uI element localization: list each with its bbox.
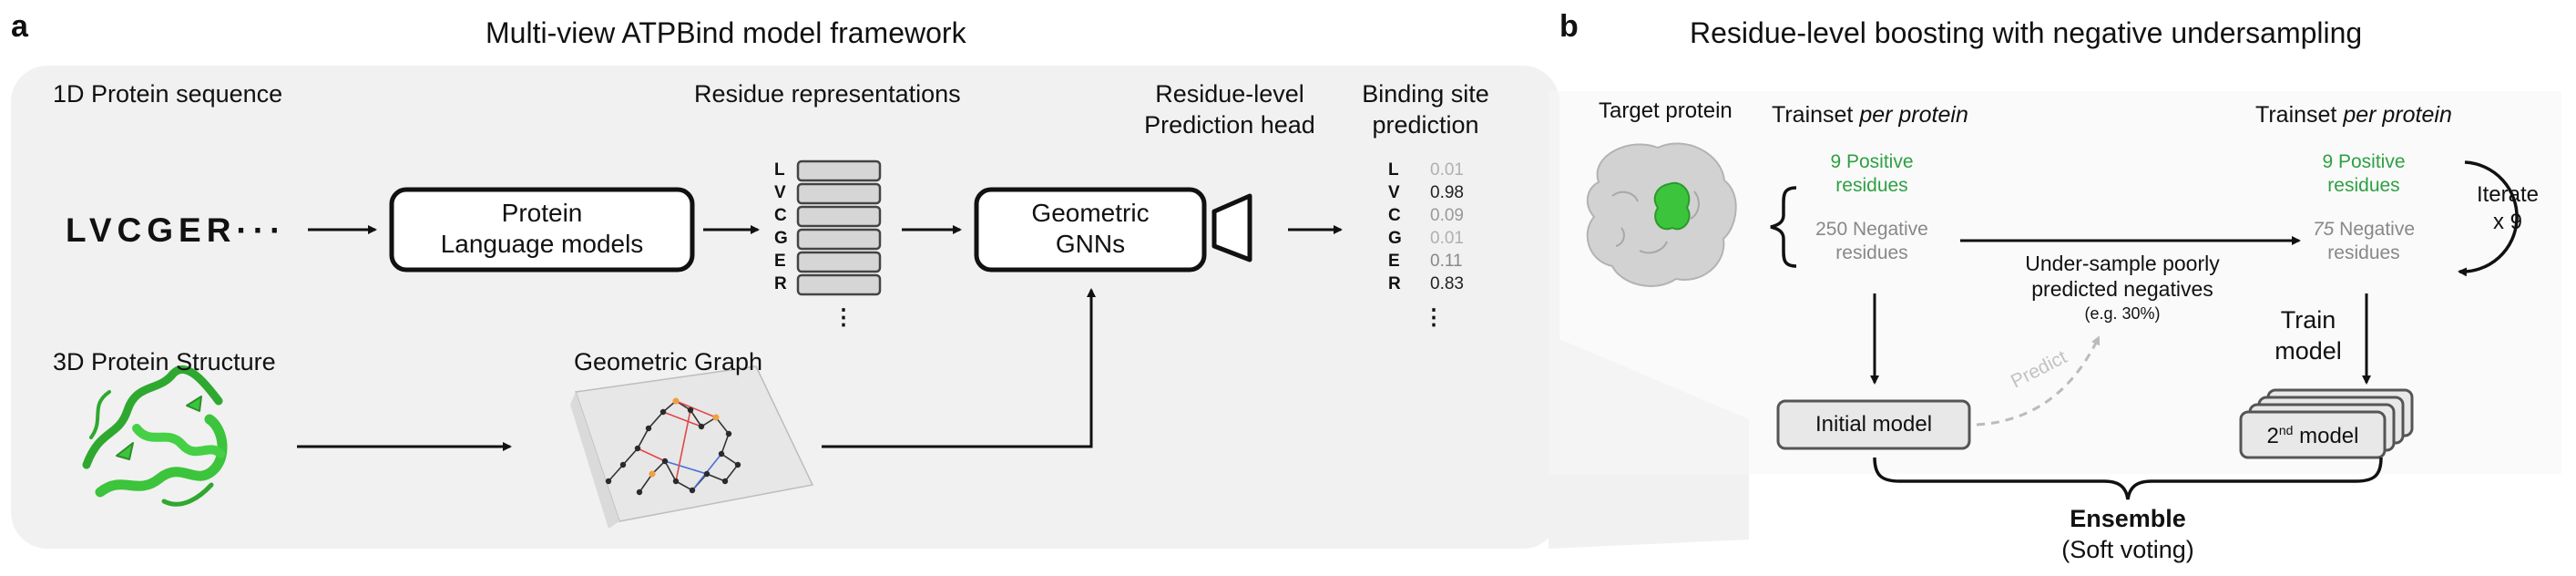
binding-heading-2: prediction <box>1372 111 1479 139</box>
iterate-arrow <box>2458 160 2519 277</box>
residue-letter-E: E <box>774 252 786 271</box>
neg-left-1: 250 Negative <box>1815 219 1928 240</box>
gnn-label-1: Geometric <box>1031 199 1150 227</box>
neg-left-2: residues <box>1835 242 1908 263</box>
initial-model-label: Initial model <box>1814 412 1933 437</box>
undersample-2: predicted negatives <box>2031 277 2213 301</box>
pred-value-C: 0.09 <box>1430 206 1464 225</box>
pos-right-2: residues <box>2327 175 2400 196</box>
pos-right-1: 9 Positive <box>2322 151 2406 172</box>
curly-brace <box>1770 186 1797 268</box>
trainset-left-prefix: Trainset <box>1772 102 1860 128</box>
protein-structure-image <box>82 365 228 507</box>
soft-voting-label: (Soft voting) <box>2061 536 2194 563</box>
trainset-left-italic: per protein <box>1859 102 1968 128</box>
pos-left-2: residues <box>1835 175 1908 196</box>
pred-value-R: 0.83 <box>1430 274 1464 293</box>
sequence-heading: 1D Protein sequence <box>53 80 283 108</box>
residue-letter-R: R <box>774 274 787 293</box>
geometric-graph-image <box>570 365 814 529</box>
plm-label-2: Language models <box>440 230 644 258</box>
panel-b-title: Residue-level boosting with negative und… <box>1690 16 2363 49</box>
prediction-dots: ⋮ <box>1423 305 1445 330</box>
pred-residue-R: R <box>1388 274 1401 293</box>
trainset-left-label: Trainset per protein <box>1772 102 1968 129</box>
target-protein-label: Target protein <box>1599 98 1733 123</box>
gnn-box <box>974 187 1207 273</box>
residue-letter-G: G <box>774 229 788 248</box>
pred-value-V: 0.98 <box>1430 183 1464 202</box>
trainset-right-prefix: Trainset <box>2255 102 2344 128</box>
neg-right-2: residues <box>2327 242 2400 263</box>
trainset-right-label: Trainset per protein <box>2255 102 2452 129</box>
initial-model-box <box>1776 399 1971 450</box>
pred-residue-G: G <box>1388 229 1402 248</box>
gnn-label-2: GNNs <box>1055 230 1126 258</box>
neg-right-1: 75 Negative <box>2277 219 2450 241</box>
second-model-rest: model <box>2293 424 2359 448</box>
pred-residue-C: C <box>1388 206 1401 225</box>
plm-label-1: Protein <box>501 199 583 227</box>
second-model-num: 2 <box>2266 424 2279 448</box>
panel-a-title: Multi-view ATPBind model framework <box>486 16 966 49</box>
pred-residue-V: V <box>1388 183 1400 202</box>
panel-a-letter: a <box>11 9 28 44</box>
train-model-label-2: model <box>2274 337 2342 365</box>
plm-box <box>389 187 695 273</box>
ensemble-label: Ensemble <box>2070 505 2186 532</box>
residue-letter-V: V <box>774 183 786 202</box>
residue-dots: ⋮ <box>833 305 854 330</box>
structure-heading: 3D Protein Structure <box>53 348 276 375</box>
residue-letter-C: C <box>774 206 787 225</box>
pred-value-E: 0.11 <box>1430 252 1463 271</box>
residue-repr-heading: Residue representations <box>694 80 961 108</box>
second-model-sup: nd <box>2278 423 2294 437</box>
graph-heading: Geometric Graph <box>574 348 763 375</box>
pred-value-G: 0.01 <box>1430 229 1464 248</box>
prediction-head-label-2: Prediction head <box>1144 111 1315 139</box>
undersample-1: Under-sample poorly <box>2025 252 2220 275</box>
residue-letter-L: L <box>774 160 785 180</box>
second-model-stack <box>2239 388 2414 459</box>
iterate-label-2: x 9 <box>2492 210 2522 234</box>
pred-residue-L: L <box>1388 160 1399 180</box>
protein-sequence: LVCGER··· <box>66 211 287 249</box>
second-model-label: 2nd model <box>2241 423 2385 449</box>
prediction-head-label-1: Residue-level <box>1155 80 1304 108</box>
neg-right-word: Negative <box>2334 219 2416 240</box>
undersample-3: (e.g. 30%) <box>2084 304 2161 323</box>
target-protein-image <box>1586 142 1737 287</box>
neg-right-count: 75 <box>2312 219 2335 240</box>
panel-a-background <box>11 66 1559 549</box>
binding-heading-1: Binding site <box>1362 80 1489 108</box>
train-model-label-1: Train <box>2280 306 2336 334</box>
panel-b-letter: b <box>1559 9 1579 44</box>
pred-value-L: 0.01 <box>1430 160 1464 180</box>
arrow-graph-to-gnn <box>822 288 1096 448</box>
predict-arrow <box>1976 335 2101 427</box>
trainset-right-italic: per protein <box>2343 102 2452 128</box>
iterate-label-1: Iterate <box>2476 182 2540 207</box>
prediction-head-shape <box>1211 193 1252 262</box>
pred-residue-E: E <box>1388 252 1400 271</box>
ensemble-brace <box>1873 457 2383 500</box>
pos-left-1: 9 Positive <box>1830 151 1914 172</box>
residue-representation-bars <box>796 159 882 296</box>
